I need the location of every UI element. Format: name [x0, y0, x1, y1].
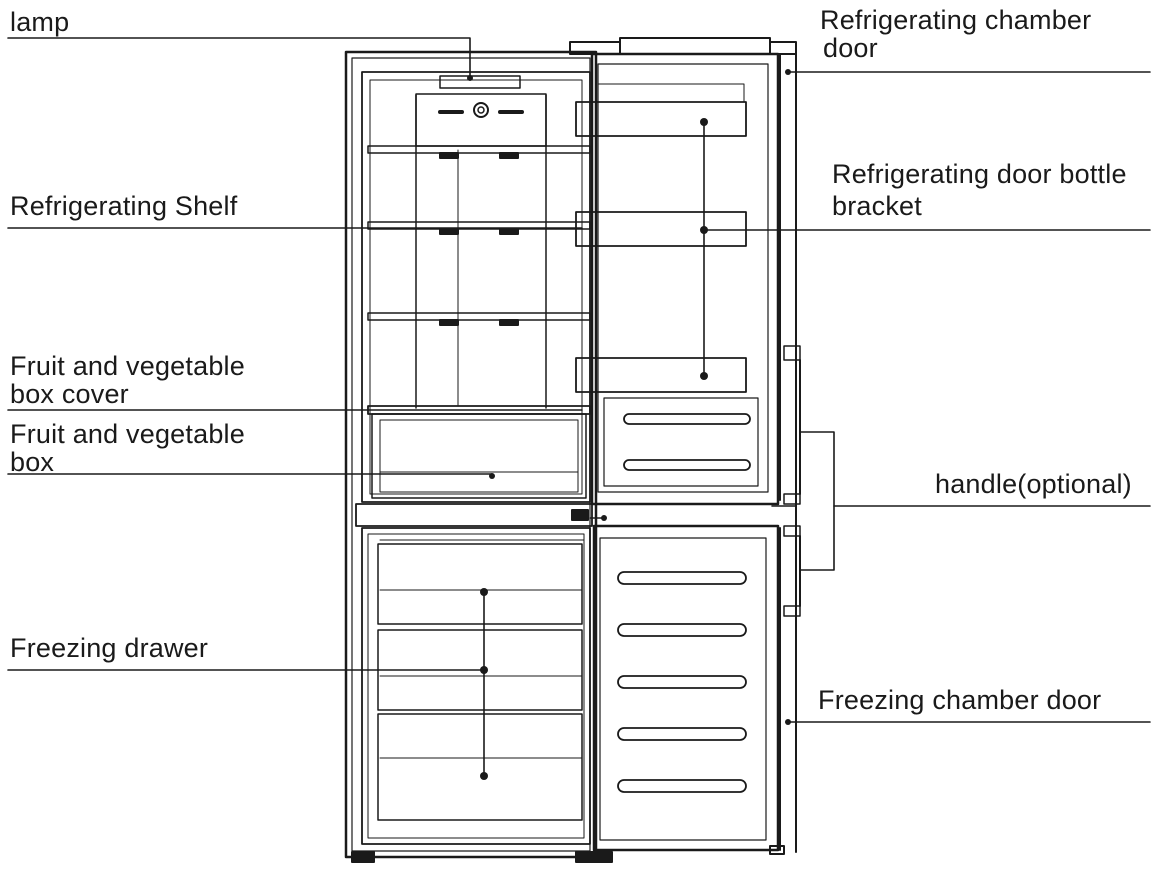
- freezing-door: [592, 524, 780, 852]
- label-handle-optional: handle(optional): [935, 469, 1132, 499]
- label-fruit-vegetable-box: Fruit and vegetable box: [10, 419, 245, 477]
- label-freezing-chamber-door: Freezing chamber door: [818, 685, 1102, 715]
- cabinet-body: [344, 37, 797, 863]
- label-refrigerating-door-bottle-bracket: Refrigerating door bottle bracket: [832, 159, 1127, 221]
- label-refrigerating-shelf: Refrigerating Shelf: [10, 191, 238, 221]
- label-fruit-vegetable-box-cover: Fruit and vegetable box cover: [10, 351, 245, 409]
- lamp-housing: [415, 75, 547, 147]
- label-lamp: lamp: [10, 7, 70, 37]
- callout-dots: [467, 69, 791, 780]
- door-edge-and-handles: [771, 43, 801, 853]
- label-freezing-drawer: Freezing drawer: [10, 633, 209, 663]
- callout-lines: [7, 37, 1151, 777]
- fridge-compartment: [361, 71, 591, 503]
- refrigerating-door: [575, 52, 780, 506]
- fridge-shelves: [367, 145, 591, 415]
- freezer-compartment: [361, 527, 591, 845]
- freezer-drawers: [377, 543, 583, 821]
- label-refrigerating-chamber-door: Refrigerating chamber door: [820, 5, 1092, 63]
- fruit-vegetable-box: [371, 413, 587, 499]
- compartment-divider: [355, 503, 593, 527]
